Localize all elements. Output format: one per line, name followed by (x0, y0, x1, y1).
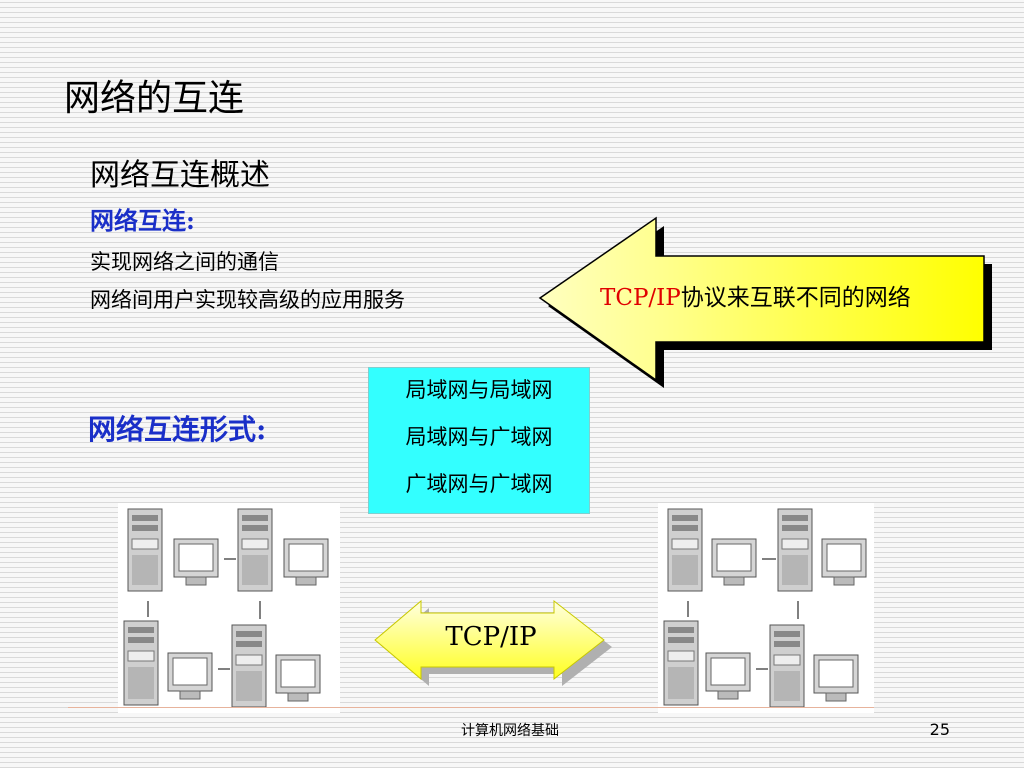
form-wan-wan: 广域网与广域网 (405, 472, 553, 496)
page-number: 25 (929, 720, 950, 739)
server-tower-icon (231, 624, 267, 708)
definition-heading: 网络互连: (90, 206, 195, 235)
interconnection-forms-box: 局域网与局域网 局域网与广域网 广域网与广域网 (368, 367, 590, 514)
server-tower-icon (237, 508, 273, 592)
footer-text: 计算机网络基础 (461, 723, 559, 739)
monitor-icon (813, 654, 859, 702)
server-tower-icon (127, 508, 163, 592)
server-tower-icon (777, 508, 813, 592)
server-tower-icon (667, 508, 703, 592)
footer-divider (68, 707, 874, 708)
monitor-icon (711, 538, 757, 586)
monitor-icon (275, 654, 321, 702)
arrow-callout-text: TCP/IP协议来互联不同的网络 (600, 282, 911, 314)
network-diagram-left (118, 503, 340, 713)
slide-title: 网络的互连 (64, 78, 245, 119)
monitor-icon (705, 652, 751, 700)
definition-line-1: 实现网络之间的通信 (90, 250, 279, 274)
section-subtitle: 网络互连概述 (90, 158, 270, 193)
form-lan-wan: 局域网与广域网 (405, 425, 553, 449)
server-tower-icon (663, 620, 699, 706)
monitor-icon (283, 538, 329, 586)
definition-line-2: 网络间用户实现较高级的应用服务 (90, 288, 405, 312)
network-diagram-right (658, 503, 874, 713)
forms-heading: 网络互连形式: (88, 413, 267, 446)
monitor-icon (821, 538, 867, 586)
tcpip-highlight: TCP/IP (600, 285, 681, 311)
callout-text: 协议来互联不同的网络 (680, 285, 911, 311)
server-tower-icon (123, 620, 159, 706)
form-lan-lan: 局域网与局域网 (405, 378, 553, 402)
server-tower-icon (769, 624, 805, 708)
monitor-icon (167, 652, 213, 700)
tcpip-arrow-label: TCP/IP (445, 622, 537, 652)
monitor-icon (173, 538, 219, 586)
